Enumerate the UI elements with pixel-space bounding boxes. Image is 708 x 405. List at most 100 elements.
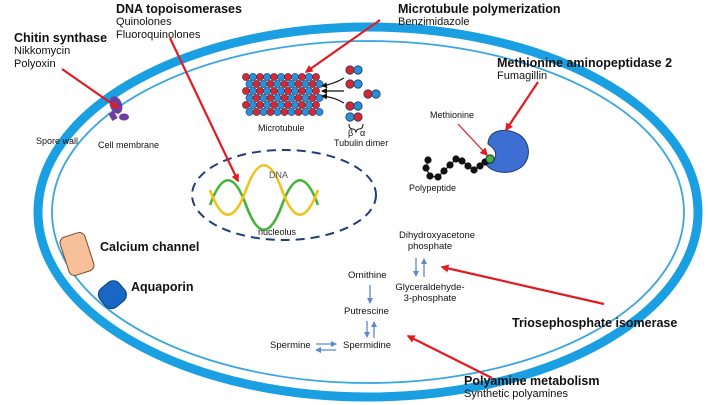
amino-acid-residue: [434, 173, 442, 181]
tubulin-subunit: [315, 80, 324, 88]
g3p-line-1: Glyceraldehyde-: [395, 282, 465, 293]
tubulin-subunit: [298, 101, 306, 109]
tubulin-subunit: [301, 108, 310, 116]
tubulin-subunit: [242, 87, 250, 95]
tubulin-subunit: [273, 94, 282, 102]
methionine-aminopeptidase-block: Methionine aminopeptidase 2 Fumagillin: [497, 56, 672, 83]
tubulin-subunit: [294, 80, 303, 88]
tubulin-subunit: [266, 80, 275, 88]
amino-acid-residue: [470, 166, 478, 174]
tubulin-subunit: [315, 108, 324, 116]
tubulin-subunit: [277, 101, 285, 109]
tubulin-subunit: [256, 87, 264, 95]
tubulin-subunit: [287, 80, 296, 88]
tubulin-subunit: [294, 94, 303, 102]
tubulin-subunit: [259, 80, 268, 88]
dna-topoisomerases-title: DNA topoisomerases: [116, 2, 242, 16]
amino-acid-residue: [464, 162, 472, 170]
tubulin-subunit: [287, 94, 296, 102]
tubulin-subunit: [312, 87, 320, 95]
tubulin-subunit: [273, 80, 282, 88]
amino-acid-residue: [458, 157, 466, 165]
chitin-drug-1: Nikkomycin: [14, 45, 71, 58]
tubulin-subunit: [249, 87, 257, 95]
methionine-aminopeptidase-title: Methionine aminopeptidase 2: [497, 56, 673, 70]
topoisomerase-arrow: [169, 37, 239, 183]
tubulin-subunit: [287, 108, 296, 116]
spermine-label: Spermine: [270, 340, 311, 351]
polyamine-metabolism-title: Polyamine metabolism: [464, 374, 600, 388]
microtubule-polymerization-title: Microtubule polymerization: [398, 2, 561, 16]
nucleolus-label: nucleolus: [258, 227, 297, 237]
tubulin-subunit: [284, 73, 292, 81]
tubulin-subunit: [298, 73, 306, 81]
tubulin-subunit: [249, 73, 257, 81]
tubulin-subunit: [308, 94, 317, 102]
tubulin-subunit: [266, 94, 275, 102]
tubulin-subunit: [273, 108, 282, 116]
tubulin-subunit: [315, 94, 324, 102]
nucleolus-outline: [191, 149, 377, 241]
topo-drug-2: Fluoroquinolones: [116, 29, 201, 42]
topo-drug-1: Quinolones: [116, 16, 172, 29]
calcium-channel-label: Calcium channel: [100, 240, 200, 254]
tubulin-subunit: [301, 94, 310, 102]
tubulin-subunit: [259, 108, 268, 116]
dna-topoisomerases-block: DNA topoisomerases Quinolones Fluoroquin…: [116, 2, 242, 42]
tubulin-dimer-label: Tubulin dimer: [334, 138, 389, 148]
tubulin-subunit: [308, 108, 317, 116]
tubulin-subunit: [252, 94, 261, 102]
tubulin-subunit: [266, 108, 275, 116]
tubulin-subunit: [245, 94, 254, 102]
tubulin-subunit: [270, 87, 278, 95]
microtubule-label: Microtubule: [258, 123, 305, 133]
tubulin-subunit: [242, 73, 250, 81]
amino-acid-residue: [426, 172, 434, 180]
aquaporin-label: Aquaporin: [131, 280, 194, 294]
tubulin-subunit: [263, 73, 271, 81]
polyamine-drug-1: Synthetic polyamines: [464, 388, 568, 401]
metabolic-arrows: [315, 258, 427, 353]
tubulin-subunit: [280, 80, 289, 88]
amino-acid-residue: [452, 155, 460, 163]
chitin-synthase-block: Chitin synthase Nikkomycin Polyoxin: [14, 31, 107, 71]
microtubule-arrow: [304, 19, 381, 73]
methionine-label: Methionine: [430, 110, 475, 120]
dna-label: DNA: [269, 170, 289, 180]
polyamine-arrow: [406, 335, 493, 379]
tubulin-subunit: [277, 87, 285, 95]
tubulin-subunit: [249, 101, 257, 109]
tubulin-subunit: [294, 108, 303, 116]
tubulin-subunit: [256, 73, 264, 81]
tubulin-subunit: [301, 80, 310, 88]
tubulin-subunit: [277, 73, 285, 81]
chitin-drug-2: Polyoxin: [14, 58, 56, 71]
tubulin-subunit: [242, 101, 250, 109]
tubulin-subunit: [305, 87, 313, 95]
tubulin-subunit: [245, 80, 254, 88]
dhap-label: Dihydroxyacetone phosphate: [399, 230, 476, 253]
cell-membrane: [51, 40, 685, 384]
calcium-channel-protein: [59, 232, 95, 276]
g3p-line-2: 3-phosphate: [403, 292, 457, 304]
tubulin-subunit: [284, 101, 292, 109]
tpi-arrow: [440, 264, 605, 306]
methionine-residue: [485, 154, 495, 164]
microtubule-drug-1: Benzimidazole: [398, 16, 470, 29]
amino-acid-residue: [446, 161, 454, 169]
amino-acid-residue: [440, 167, 448, 175]
aquaporin-protein: [97, 280, 127, 310]
cell-membrane-label: Cell membrane: [98, 140, 160, 150]
tubulin-subunit: [312, 101, 320, 109]
g3p-label: Glyceraldehyde- 3-phosphate: [387, 282, 473, 305]
tubulin-subunit: [308, 80, 317, 88]
tubulin-subunit: [270, 101, 278, 109]
ornithine-label: Ornithine: [348, 270, 387, 281]
tubulin-dimers: [345, 65, 381, 122]
spermidine-label: Spermidine: [343, 340, 392, 351]
dhap-line-1: Dihydroxyacetone: [399, 230, 476, 241]
dhap-line-2: phosphate: [407, 240, 453, 252]
beta-label: β: [348, 128, 354, 138]
